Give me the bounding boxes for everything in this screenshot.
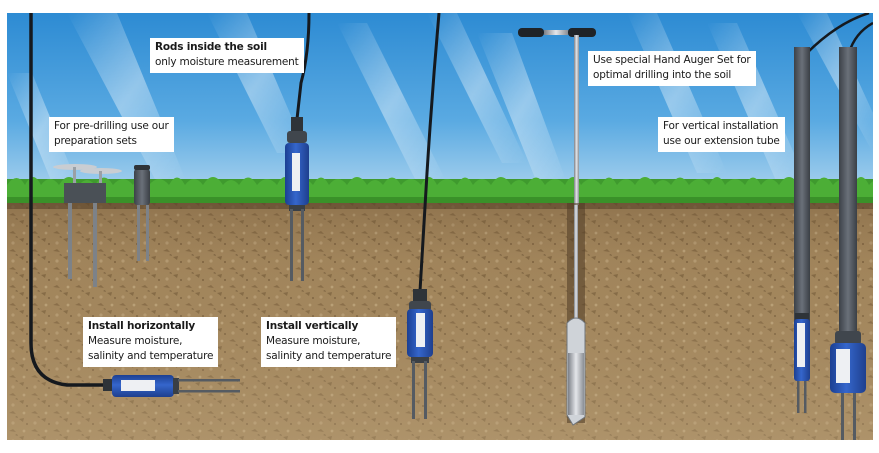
callout-text: use our extension tube — [663, 135, 780, 147]
callout-text: For vertical installation — [663, 120, 779, 132]
horizontal-sensor-cable — [29, 13, 105, 387]
callout-title: Install vertically — [266, 320, 359, 332]
callout-text: salinity and temperature — [88, 350, 214, 362]
extension-tube-icon — [794, 13, 873, 440]
callout-text: only moisture measurement — [155, 56, 299, 68]
grass — [7, 177, 873, 205]
auger-icon — [518, 28, 596, 426]
soil-sensor-installation-illustration: Rods inside the soil only moisture measu… — [7, 13, 873, 440]
callout-hand-auger: Use special Hand Auger Set for optimal d… — [588, 51, 756, 86]
callout-rods-inside-soil: Rods inside the soil only moisture measu… — [150, 38, 304, 73]
callout-pre-drilling: For pre-drilling use our preparation set… — [49, 117, 174, 152]
callout-text: preparation sets — [54, 135, 137, 147]
preparation-tool-icon — [53, 164, 150, 287]
soil-sensor-rods-inside — [285, 13, 311, 281]
callout-text: salinity and temperature — [266, 350, 392, 362]
callout-text: Measure moisture, — [266, 335, 361, 347]
callout-text: For pre-drilling use our — [54, 120, 169, 132]
callout-text: optimal drilling into the soil — [593, 69, 732, 81]
callout-title: Install horizontally — [88, 320, 196, 332]
callout-text: Measure moisture, — [88, 335, 183, 347]
soil-sensor-horizontal — [103, 375, 240, 397]
callout-title: Rods inside the soil — [155, 41, 267, 53]
callout-install-horizontally: Install horizontally Measure moisture, s… — [83, 317, 219, 367]
callout-install-vertically: Install vertically Measure moisture, sal… — [261, 317, 397, 367]
callout-vertical-installation: For vertical installation use our extens… — [658, 117, 785, 152]
soil-sensor-vertical — [407, 13, 441, 419]
callout-text: Use special Hand Auger Set for — [593, 54, 751, 66]
